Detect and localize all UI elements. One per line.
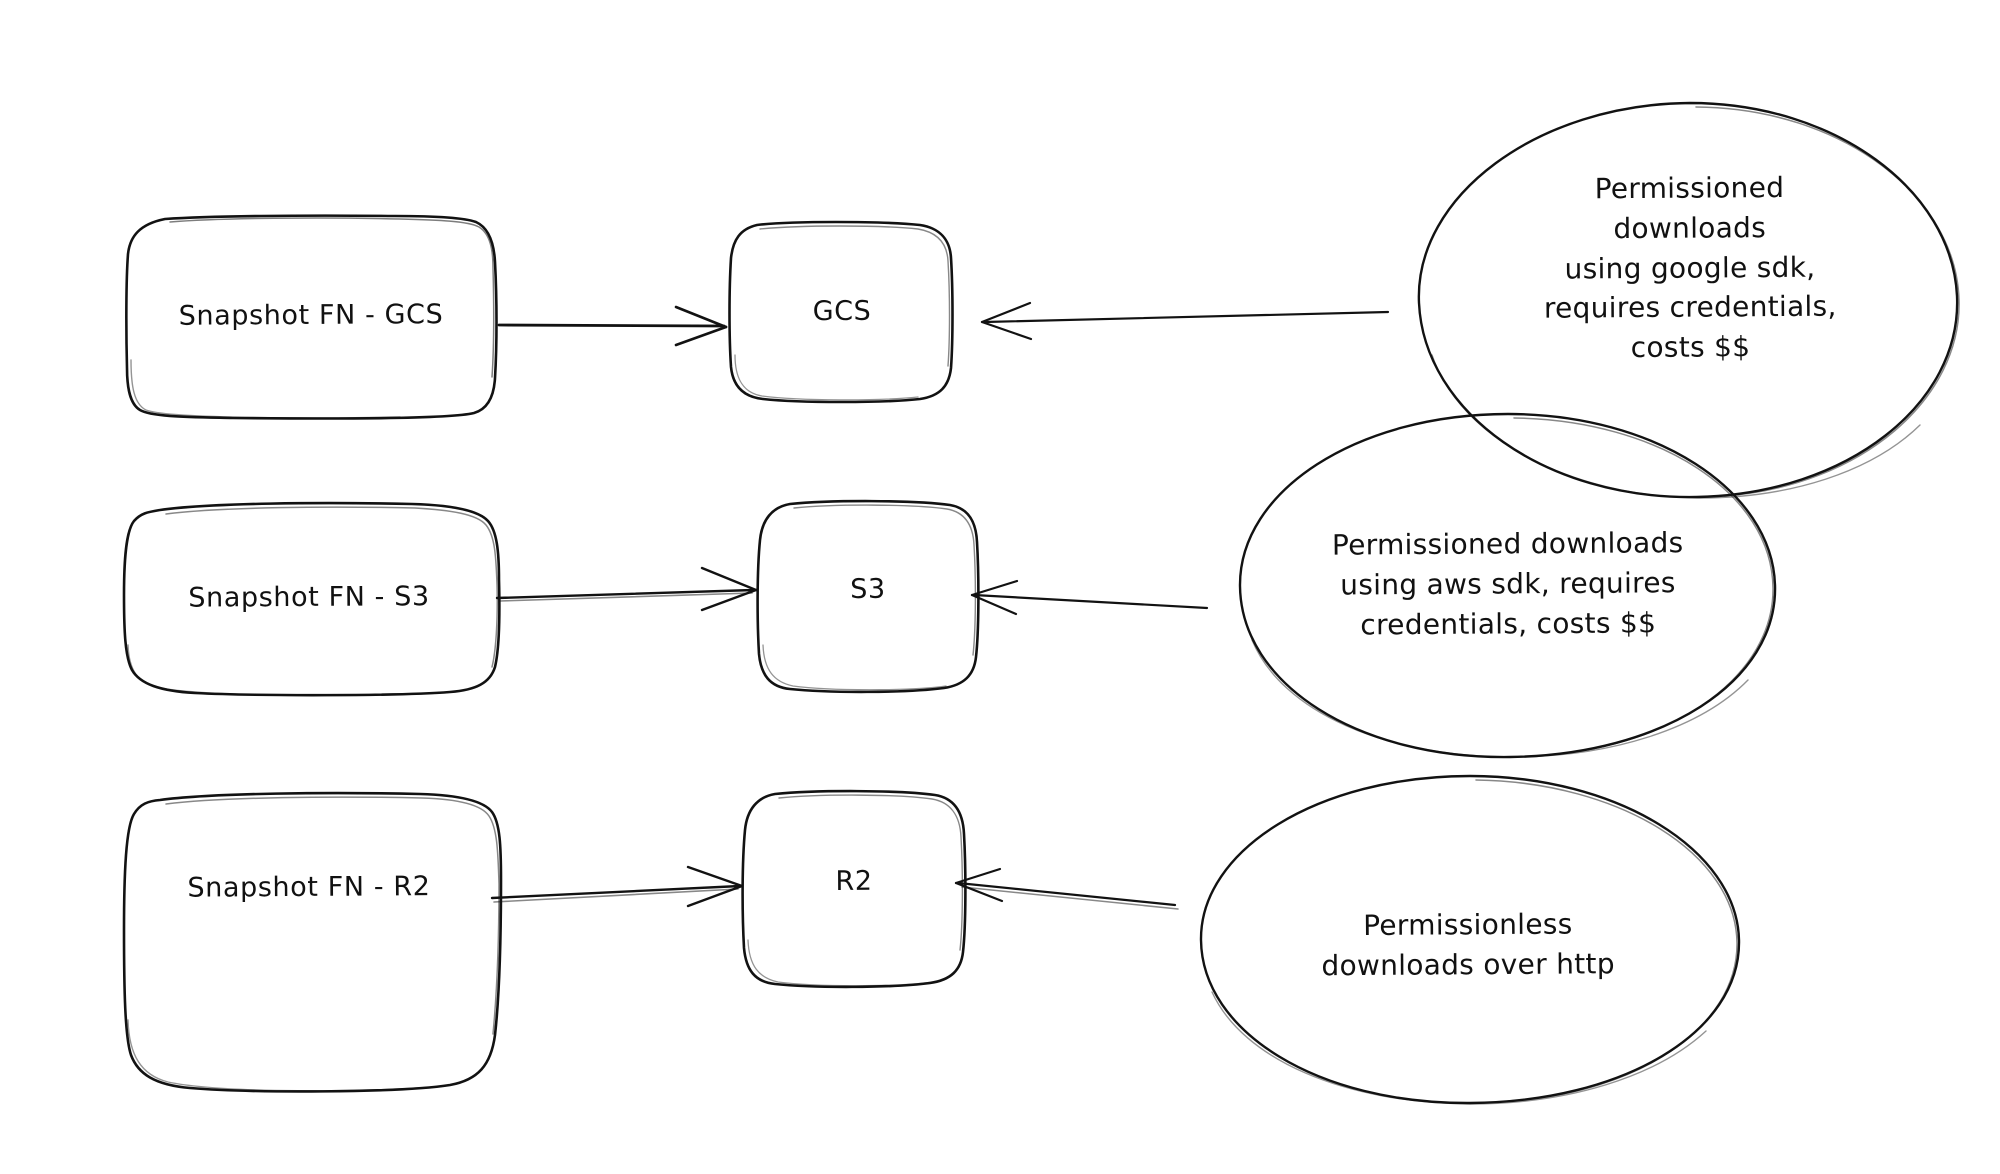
arrow-snapshot-r2-to-r2 bbox=[490, 865, 744, 908]
node-snapshot-fn-s3-shape[interactable] bbox=[122, 501, 501, 697]
arrow-note-r2-to-r2 bbox=[954, 867, 1179, 910]
node-gcs-shape[interactable] bbox=[728, 220, 954, 404]
note-r2-shape[interactable] bbox=[1199, 774, 1741, 1105]
node-s3-shape[interactable] bbox=[756, 499, 980, 694]
arrow-snapshot-s3-to-s3 bbox=[495, 566, 758, 612]
arrow-snapshot-gcs-to-gcs bbox=[497, 305, 728, 347]
arrow-note-s3-to-s3 bbox=[970, 579, 1209, 616]
node-r2-shape[interactable] bbox=[741, 789, 967, 989]
node-snapshot-fn-gcs-shape[interactable] bbox=[125, 214, 498, 420]
note-s3-shape[interactable] bbox=[1238, 412, 1777, 759]
node-snapshot-fn-r2-shape[interactable] bbox=[122, 791, 503, 1093]
note-gcs-shape[interactable] bbox=[1417, 101, 1960, 499]
arrow-note-gcs-to-gcs bbox=[980, 301, 1390, 341]
